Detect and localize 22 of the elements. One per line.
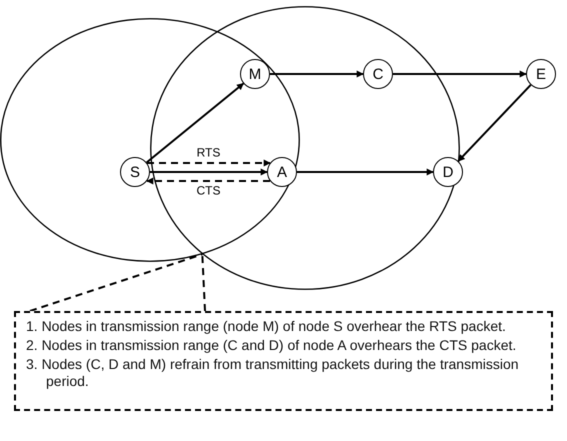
station-node: D	[433, 157, 463, 187]
arrow	[270, 70, 364, 78]
note-box	[14, 311, 553, 411]
signal-arrow	[147, 160, 271, 166]
arrow	[393, 70, 527, 78]
note-item: 2. Nodes in transmission range (C and D) of node A overhears the CTS packet.	[26, 337, 518, 354]
edge-label: CTS	[196, 184, 222, 198]
arrow	[150, 168, 268, 176]
station-node: A	[267, 157, 297, 187]
edge-label: RTS	[196, 146, 222, 160]
note-item: 1. Nodes in transmission range (node M) of node S overhear the RTS packet.	[26, 318, 507, 335]
station-node: E	[526, 59, 556, 89]
arrow	[297, 168, 434, 176]
station-node: S	[120, 157, 150, 187]
arrow	[146, 82, 244, 164]
station-node: C	[363, 59, 393, 89]
signal-arrow	[146, 178, 270, 184]
arrow	[458, 84, 532, 162]
note-item: 3. Nodes (C, D and M) refrain from transmitting packets during the transmission period.	[26, 356, 520, 390]
leader-line	[30, 253, 203, 312]
station-node: M	[240, 59, 270, 89]
leader-line	[201, 254, 206, 312]
